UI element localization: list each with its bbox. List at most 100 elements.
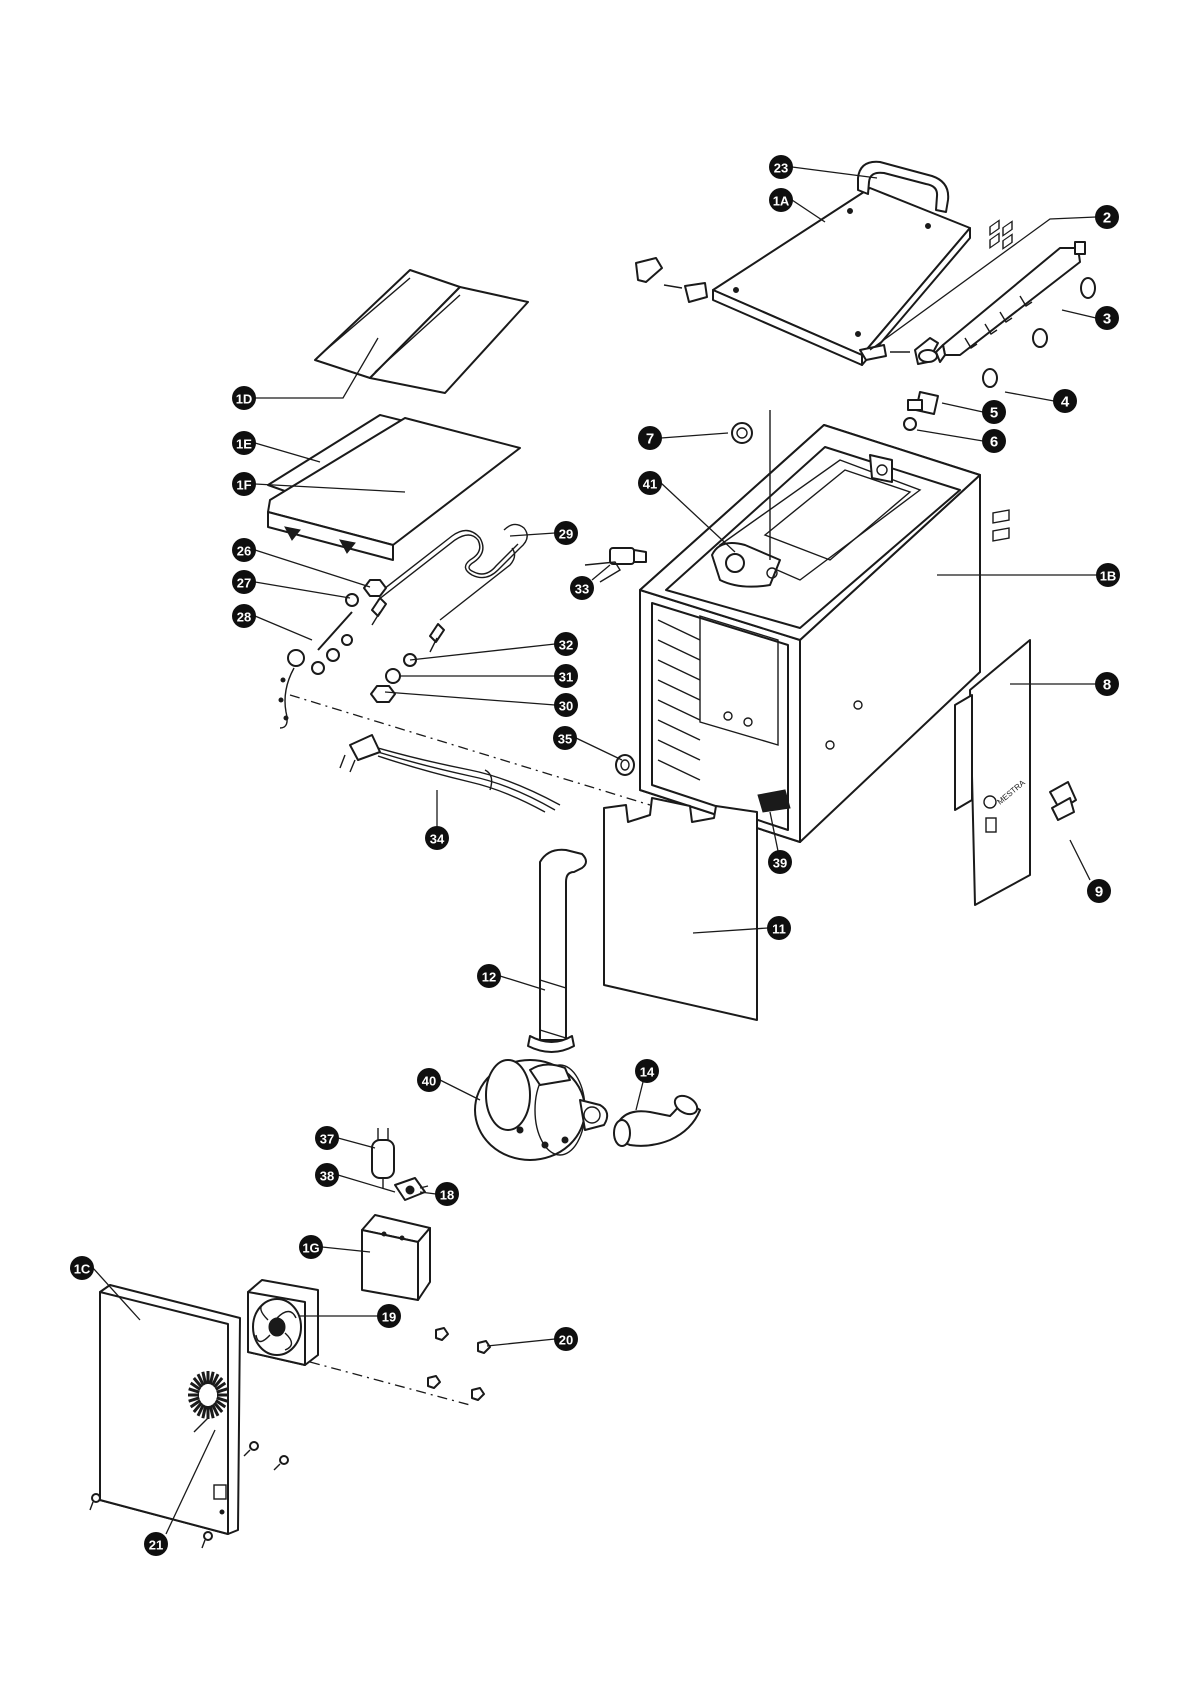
callout-label: 3: [1103, 311, 1111, 328]
part-back-panel: [604, 798, 757, 1020]
callout-8: 8: [1095, 672, 1119, 696]
part-solenoid-valve: [585, 548, 646, 582]
callout-34: 34: [425, 826, 449, 850]
part-fitting-7: [732, 423, 752, 443]
leader-line-29: [510, 533, 555, 536]
callout-label: 37: [320, 1132, 334, 1147]
callout-label: 1A: [773, 194, 790, 209]
callout-label: 32: [559, 638, 573, 653]
leader-line-9: [1070, 840, 1090, 880]
callout-label: 1E: [236, 437, 252, 452]
callout-label: 19: [382, 1310, 396, 1325]
callout-32: 32: [554, 632, 578, 656]
callout-label: 39: [773, 856, 787, 871]
part-rocker-switch: [1050, 782, 1076, 820]
callout-31: 31: [554, 664, 578, 688]
callout-1b: 1B: [1096, 563, 1120, 587]
callout-label: 26: [237, 544, 251, 559]
callout-label: 27: [237, 576, 251, 591]
callout-1f: 1F: [232, 472, 256, 496]
callout-38: 38: [315, 1163, 339, 1187]
callout-21: 21: [144, 1532, 168, 1556]
callout-4: 4: [1053, 389, 1077, 413]
callout-label: 1C: [74, 1262, 91, 1277]
callout-label: 35: [558, 732, 572, 747]
part-nuts: [428, 1328, 490, 1400]
part-pump: [475, 1060, 607, 1160]
callout-1d: 1D: [232, 386, 256, 410]
callout-23: 23: [769, 155, 793, 179]
callout-label: 14: [640, 1065, 655, 1080]
part-fitting: [904, 392, 938, 430]
callout-12: 12: [477, 964, 501, 988]
callout-label: 7: [646, 431, 654, 448]
callout-28: 28: [232, 604, 256, 628]
callout-26: 26: [232, 538, 256, 562]
callout-40: 40: [417, 1068, 441, 1092]
callout-9: 9: [1087, 879, 1111, 903]
callout-30: 30: [554, 693, 578, 717]
leader-line-1e: [255, 443, 320, 462]
callout-41: 41: [638, 471, 662, 495]
part-main-cabinet: [640, 410, 980, 842]
callout-20: 20: [554, 1327, 578, 1351]
callout-35: 35: [553, 726, 577, 750]
callout-19: 19: [377, 1304, 401, 1328]
callout-label: 1B: [1100, 569, 1117, 584]
callout-label: 2: [1103, 210, 1111, 227]
leader-line-32: [410, 644, 555, 660]
callout-label: 8: [1103, 677, 1111, 694]
callout-label: 1F: [236, 478, 251, 493]
part-side-panel: [100, 1285, 240, 1534]
leader-line-14: [636, 1082, 643, 1110]
callout-2: 2: [1095, 205, 1119, 229]
callout-14: 14: [635, 1059, 659, 1083]
callout-1e: 1E: [232, 431, 256, 455]
leader-line-27: [255, 582, 350, 598]
callout-label: 9: [1095, 884, 1103, 901]
leader-line-5: [942, 403, 983, 412]
callout-label: 1D: [236, 392, 253, 407]
callout-label: 20: [559, 1333, 573, 1348]
callout-27: 27: [232, 570, 256, 594]
callout-label: 18: [440, 1188, 454, 1203]
part-tray: [268, 415, 520, 560]
callout-37: 37: [315, 1126, 339, 1150]
callout-label: 4: [1061, 394, 1070, 411]
leader-line-1a: [792, 200, 825, 222]
callout-label: 21: [149, 1538, 163, 1553]
callout-label: 33: [575, 582, 589, 597]
callout-3: 3: [1095, 306, 1119, 330]
callout-label: 31: [559, 670, 573, 685]
part-elbow-hose: [614, 1092, 700, 1146]
part-relay: [395, 1178, 428, 1200]
callout-7: 7: [638, 426, 662, 450]
leader-line-3: [1062, 310, 1096, 318]
callout-label: 29: [559, 527, 573, 542]
part-power-cable: [340, 735, 560, 812]
callout-1c: 1C: [70, 1256, 94, 1280]
leader-line-40: [440, 1080, 480, 1100]
callout-label: 38: [320, 1169, 334, 1184]
callout-1g: 1G: [299, 1235, 323, 1259]
callout-label: 1G: [302, 1241, 319, 1256]
callout-5: 5: [982, 400, 1006, 424]
callout-1a: 1A: [769, 188, 793, 212]
leader-line-4: [1005, 392, 1054, 401]
leader-line-20: [487, 1339, 555, 1346]
callout-label: 12: [482, 970, 496, 985]
leader-line-35: [576, 738, 622, 760]
part-fan: [248, 1280, 318, 1365]
callout-label: 28: [237, 610, 251, 625]
callout-label: 23: [774, 161, 788, 176]
part-component-box: [362, 1215, 430, 1300]
leader-lines: [93, 167, 1097, 1534]
leader-line-28: [255, 616, 312, 640]
callout-18: 18: [435, 1182, 459, 1206]
callout-39: 39: [768, 850, 792, 874]
callout-6: 6: [982, 429, 1006, 453]
callout-label: 11: [772, 922, 786, 937]
part-drain-pipe: [528, 850, 586, 1052]
callout-label: 6: [990, 434, 998, 451]
